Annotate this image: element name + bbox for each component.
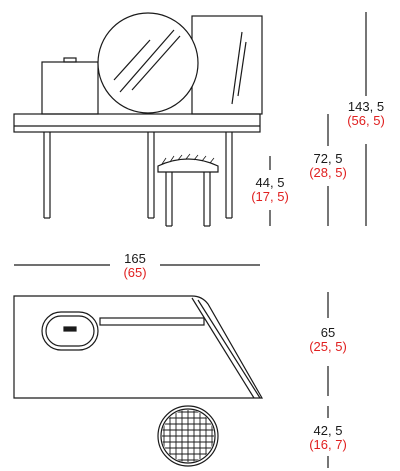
front-stool bbox=[157, 153, 219, 227]
overall-height-inch: (56, 5) bbox=[347, 113, 385, 128]
depth-label: 65 (25, 5) bbox=[300, 326, 356, 354]
dimension-lines bbox=[14, 12, 367, 468]
round-mirror-reflection-2 bbox=[131, 35, 181, 91]
table-height-inch: (28, 5) bbox=[309, 165, 347, 180]
overall-height-cm: 143, 5 bbox=[347, 99, 385, 114]
depth-inch: (25, 5) bbox=[309, 339, 347, 354]
depth-cm: 65 bbox=[320, 325, 336, 340]
top-stool bbox=[157, 405, 219, 467]
stool-diameter-cm: 42, 5 bbox=[313, 423, 343, 438]
top-handle bbox=[63, 326, 77, 332]
stool-diameter-inch: (16, 7) bbox=[309, 437, 347, 452]
front-table-legs bbox=[43, 132, 233, 219]
rect-mirror-reflection-1 bbox=[231, 31, 243, 105]
round-mirror-reflection-3 bbox=[113, 39, 151, 81]
stool-height-inch: (17, 5) bbox=[251, 189, 289, 204]
top-mirror-diagonal-1 bbox=[191, 297, 255, 399]
width-cm: 165 bbox=[124, 251, 146, 266]
stool-height-label: 44, 5 (17, 5) bbox=[242, 176, 298, 204]
overall-height-label: 143, 5 (56, 5) bbox=[338, 100, 394, 128]
front-cabinet-handle bbox=[63, 57, 77, 63]
top-view bbox=[13, 295, 264, 467]
front-cabinet bbox=[41, 61, 99, 115]
front-view bbox=[13, 12, 263, 227]
top-slot bbox=[99, 317, 205, 326]
top-table-outline bbox=[13, 295, 264, 399]
front-table-top bbox=[13, 113, 261, 133]
rect-mirror-reflection-2 bbox=[237, 41, 247, 97]
top-round-mirror-inner bbox=[45, 315, 95, 347]
stool-diameter-label: 42, 5 (16, 7) bbox=[300, 424, 356, 452]
stool-height-cm: 44, 5 bbox=[255, 175, 285, 190]
table-height-cm: 72, 5 bbox=[313, 151, 343, 166]
width-label: 165 (65) bbox=[110, 252, 160, 280]
round-mirror-reflection-1 bbox=[119, 29, 175, 93]
width-inch: (65) bbox=[123, 265, 147, 280]
front-rect-mirror bbox=[191, 15, 263, 115]
front-round-mirror bbox=[97, 12, 199, 114]
top-mirror-diagonal-2 bbox=[197, 299, 261, 399]
top-round-mirror-base bbox=[41, 311, 99, 351]
table-height-label: 72, 5 (28, 5) bbox=[300, 152, 356, 180]
